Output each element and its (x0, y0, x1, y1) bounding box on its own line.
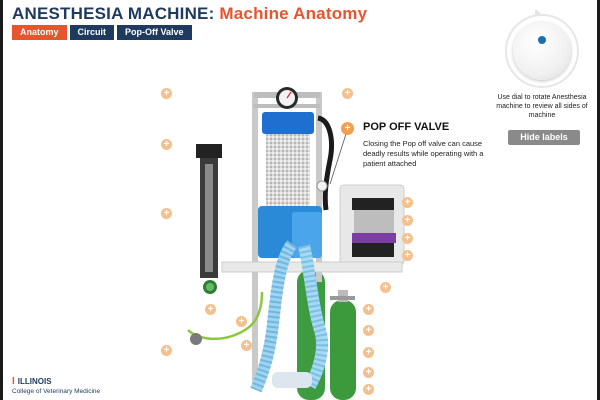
hotspot-plus[interactable]: + (363, 325, 374, 336)
hotspot-plus[interactable]: + (241, 340, 252, 351)
rotation-dial-widget (505, 9, 579, 88)
dial-ring (505, 14, 579, 88)
dial-indicator-dot (538, 36, 546, 44)
hotspot-plus[interactable]: + (161, 139, 172, 150)
hotspot-plus[interactable]: + (363, 347, 374, 358)
hotspot-plus[interactable]: + (363, 367, 374, 378)
hotspot-plus[interactable]: + (161, 88, 172, 99)
block-i-icon: I (12, 376, 15, 387)
hotspot-pop-off-valve[interactable]: + (341, 122, 354, 135)
hotspot-plus[interactable]: + (161, 345, 172, 356)
pop-off-valve-callout: POP OFF VALVE Closing the Pop off valve … (363, 121, 498, 169)
hotspot-plus[interactable]: + (380, 282, 391, 293)
page-title: ANESTHESIA MACHINE: Machine Anatomy (12, 4, 367, 24)
hotspot-plus[interactable]: + (236, 316, 247, 327)
hotspot-plus[interactable]: + (402, 250, 413, 261)
hotspot-plus[interactable]: + (402, 197, 413, 208)
callout-title: POP OFF VALVE (363, 121, 450, 133)
tab-circuit[interactable]: Circuit (69, 25, 115, 40)
rotation-dial[interactable] (513, 22, 571, 80)
hotspot-plus[interactable]: + (161, 208, 172, 219)
logo-wordmark: I ILLINOIS (12, 376, 100, 387)
hotspot-plus[interactable]: + (363, 304, 374, 315)
callout-body: Closing the Pop off valve can cause dead… (363, 139, 484, 168)
rotate-arrow-icon (535, 9, 541, 17)
right-frame-border (597, 0, 600, 400)
tab-bar: Anatomy Circuit Pop-Off Valve (12, 25, 192, 40)
hotspot-plus[interactable]: + (402, 233, 413, 244)
logo-subtitle: College of Veterinary Medicine (12, 388, 101, 395)
rotation-hint: Use dial to rotate Anesthesia machine to… (496, 94, 588, 119)
title-sub: Machine Anatomy (219, 4, 368, 23)
tab-anatomy[interactable]: Anatomy (12, 25, 67, 40)
illinois-logo: I ILLINOIS College of Veterinary Medicin… (12, 376, 100, 395)
tab-pop-off-valve[interactable]: Pop-Off Valve (117, 25, 192, 40)
hotspot-plus[interactable]: + (342, 88, 353, 99)
hotspot-plus[interactable]: + (205, 304, 216, 315)
title-main: ANESTHESIA MACHINE: (12, 4, 215, 23)
hotspot-plus[interactable]: + (402, 215, 413, 226)
logo-name: ILLINOIS (17, 377, 52, 386)
hotspot-plus[interactable]: + (363, 384, 374, 395)
hide-labels-button[interactable]: Hide labels (508, 130, 580, 145)
left-frame-border (0, 0, 3, 400)
